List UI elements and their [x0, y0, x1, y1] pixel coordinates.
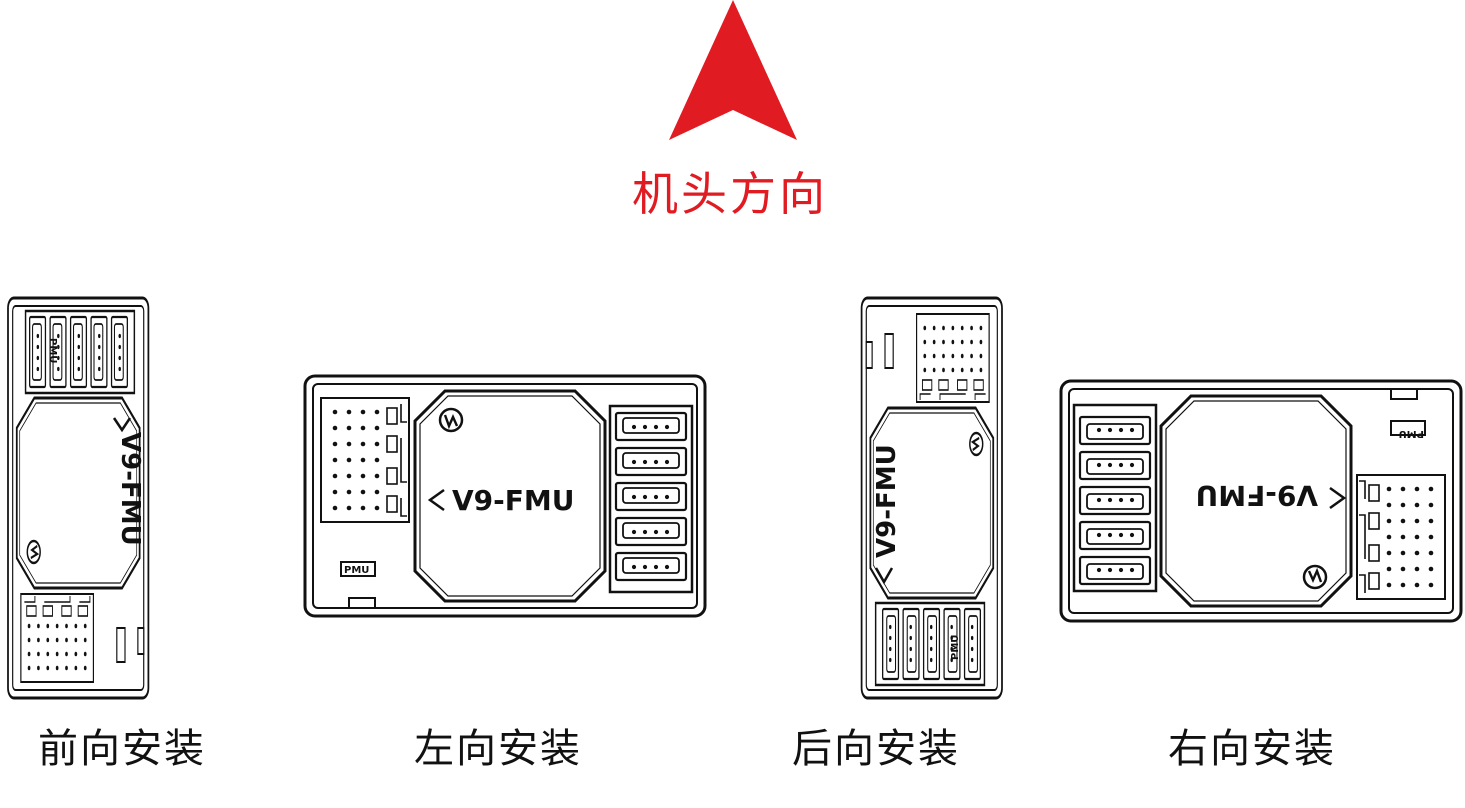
- right-chevron: [1329, 486, 1347, 510]
- front-model-label: V9-FMU: [115, 432, 145, 546]
- right-model-label: V9-FMU: [1196, 479, 1319, 512]
- left-chevron: [427, 488, 445, 512]
- front-chevron: [112, 417, 132, 433]
- front-pmu-label: PMU: [47, 338, 58, 363]
- nose-direction-heading: 机头方向: [632, 167, 828, 221]
- left-pmu-label: PMU: [344, 565, 369, 576]
- label-left: 左向安装: [414, 726, 582, 772]
- right-pmu-label: PMU: [1399, 428, 1424, 439]
- label-front: 前向安装: [38, 726, 206, 772]
- back-chevron: [874, 567, 894, 585]
- left-model-label: V9-FMU: [452, 484, 575, 517]
- label-back: 后向安装: [792, 726, 960, 772]
- label-right: 右向安装: [1168, 726, 1336, 772]
- back-model-label: V9-FMU: [872, 444, 902, 558]
- arrow-up-icon: [669, 0, 797, 140]
- back-pmu-label: PMU: [950, 635, 961, 660]
